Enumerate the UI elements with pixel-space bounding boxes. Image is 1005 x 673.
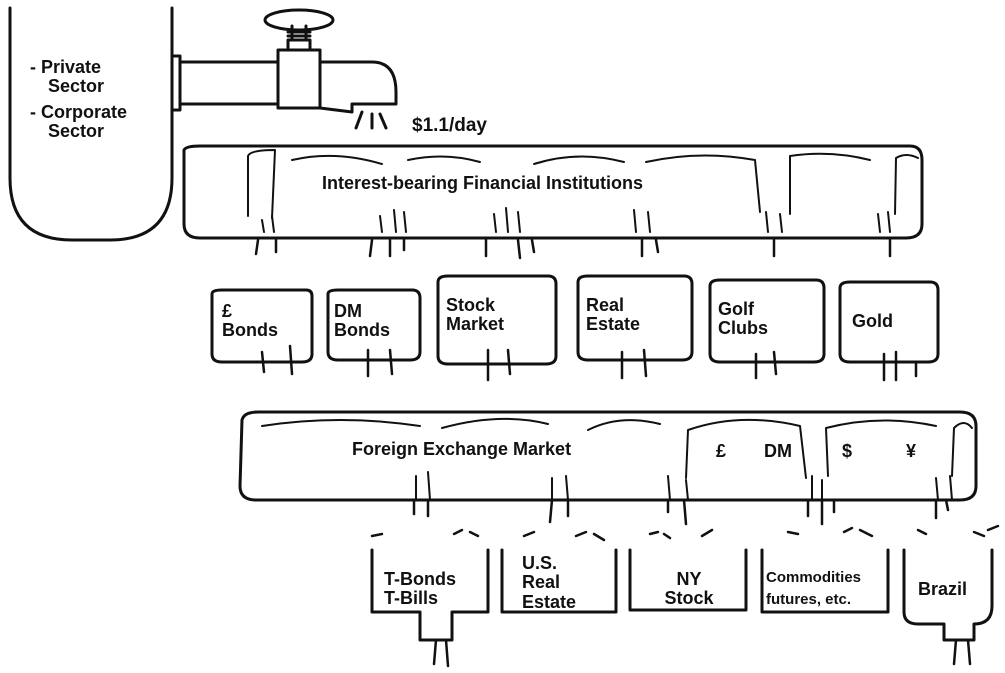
fx-tank [240, 412, 976, 524]
bottom-tank-label: Brazil [918, 580, 967, 599]
top-tank-label: Interest-bearing Financial Institutions [322, 174, 643, 193]
source-line: - Private [30, 58, 127, 77]
source-line: - Corporate [30, 103, 127, 122]
bottom-tank-label: T-Bonds T-Bills [384, 570, 456, 609]
middle-tanks [212, 276, 938, 380]
bottom-tank-label: Commodities futures, etc. [766, 570, 861, 608]
middle-tank-label: £ Bonds [222, 302, 278, 341]
source-label: - Private Sector - Corporate Sector [30, 58, 127, 142]
middle-tank-label: Stock Market [446, 296, 504, 335]
source-line: Sector [30, 122, 127, 141]
bottom-tank-label: U.S. Real Estate [522, 554, 576, 612]
fx-tank-label: Foreign Exchange Market [352, 440, 571, 459]
middle-tank-label: Golf Clubs [718, 300, 768, 339]
source-line: Sector [30, 77, 127, 96]
currency-label: $ [842, 442, 852, 461]
middle-tank-label: DM Bonds [334, 302, 390, 341]
bottom-tank-label: NY Stock [660, 570, 718, 609]
middle-tank-label: Real Estate [586, 296, 640, 335]
currency-label: ¥ [906, 442, 916, 461]
top-tank [184, 146, 922, 258]
flow-rate-label: $1.1/day [412, 116, 487, 137]
middle-tank-label: Gold [852, 312, 893, 331]
faucet-icon [172, 10, 396, 128]
currency-label: DM [764, 442, 792, 461]
currency-label: £ [716, 442, 726, 461]
